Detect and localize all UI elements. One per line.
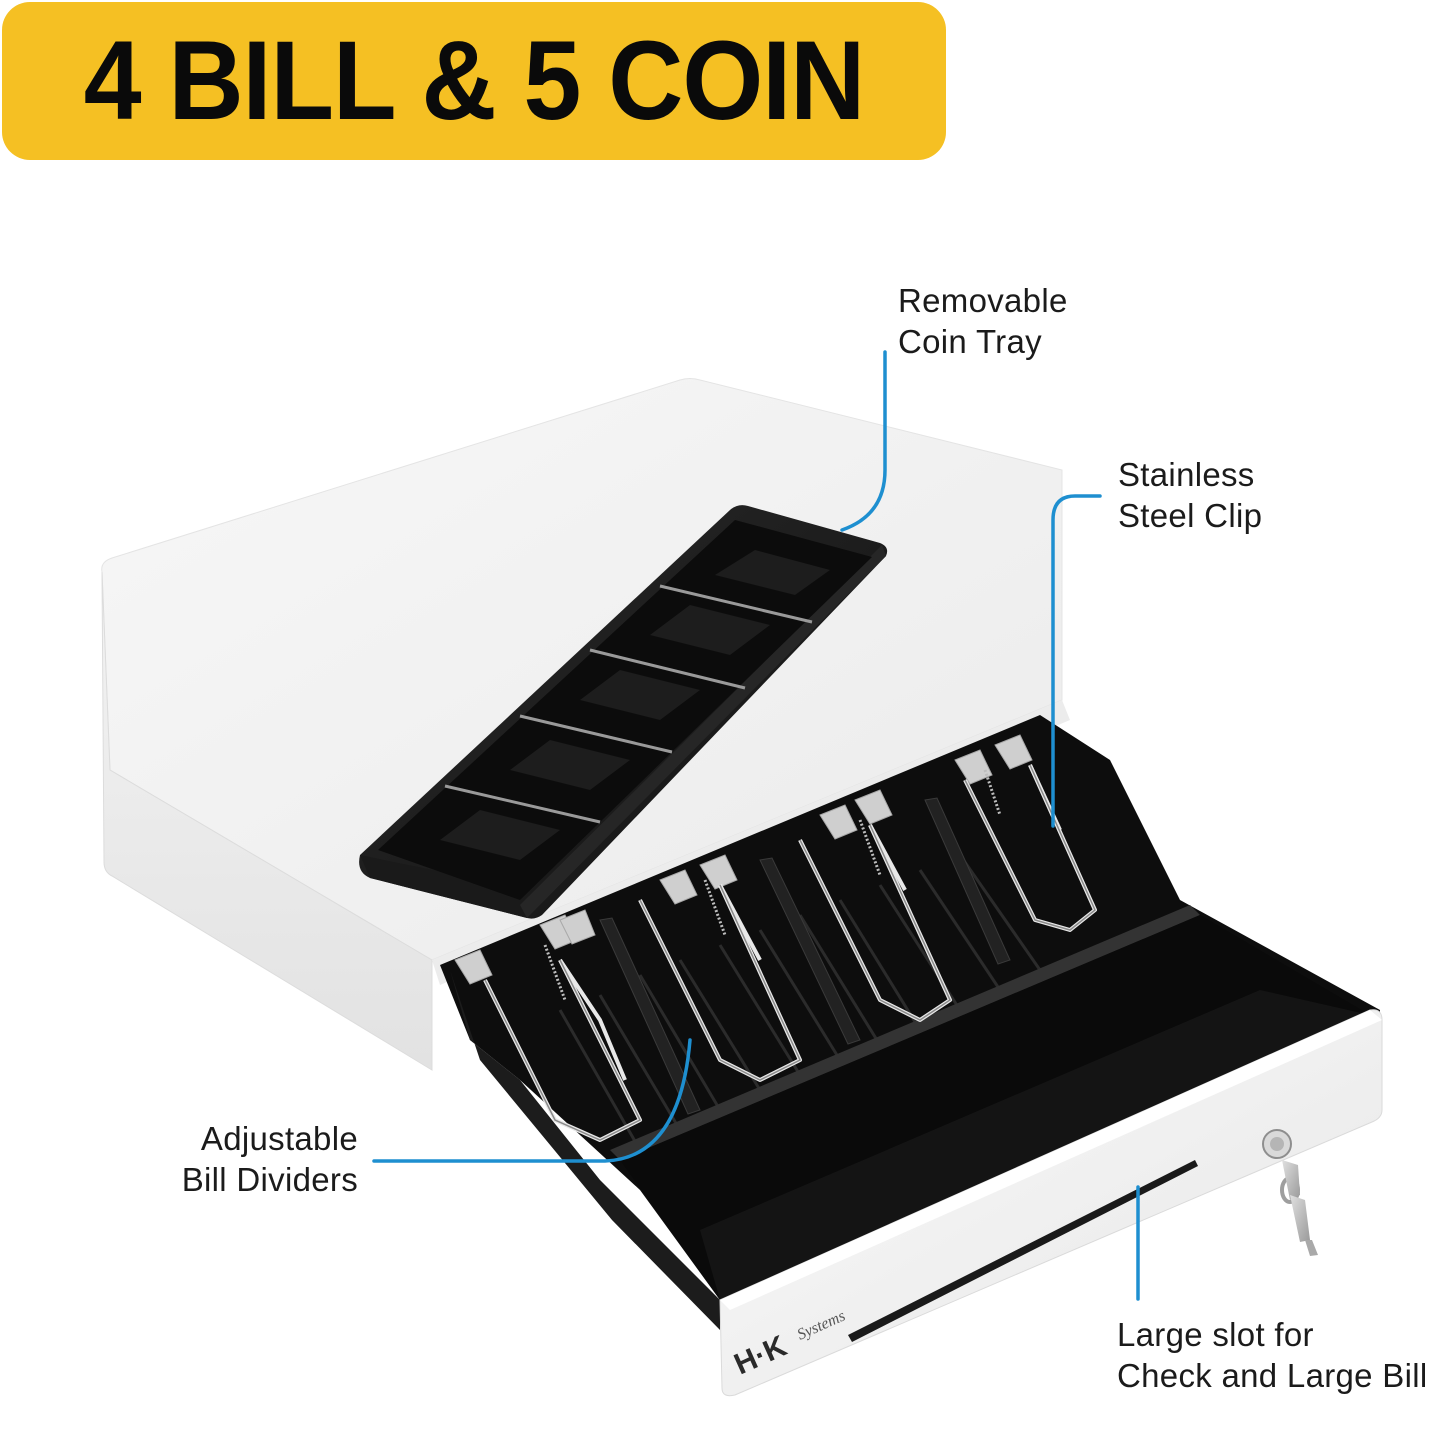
callout-text-line: Coin Tray [898, 323, 1042, 360]
large-slot [848, 1160, 1198, 1342]
callout-text-line: Removable [898, 282, 1068, 319]
callout-text-line: Steel Clip [1118, 497, 1263, 534]
banner-title: 4 BILL & 5 COIN [83, 17, 866, 144]
callout-text-line: Bill Dividers [181, 1161, 358, 1198]
callout-label-steel-clip: Stainless Steel Clip [1118, 454, 1262, 536]
key-icon [1280, 1160, 1318, 1256]
drawer-front-panel: H·K Systems [719, 1009, 1383, 1397]
callout-text-line: Check and Large Bill [1117, 1357, 1428, 1394]
coin-tray [359, 505, 888, 919]
callout-label-bill-dividers: Adjustable Bill Dividers [182, 1118, 358, 1200]
lock-icon [1262, 1129, 1292, 1159]
callout-text-line: Large slot for [1117, 1316, 1314, 1353]
callout-text-line: Stainless [1118, 456, 1255, 493]
callout-text-line: Adjustable [200, 1120, 358, 1157]
callout-label-coin-tray: Removable Coin Tray [898, 280, 1068, 362]
callout-label-large-slot: Large slot for Check and Large Bill [1117, 1314, 1428, 1396]
title-banner: 4 BILL & 5 COIN [2, 2, 946, 160]
